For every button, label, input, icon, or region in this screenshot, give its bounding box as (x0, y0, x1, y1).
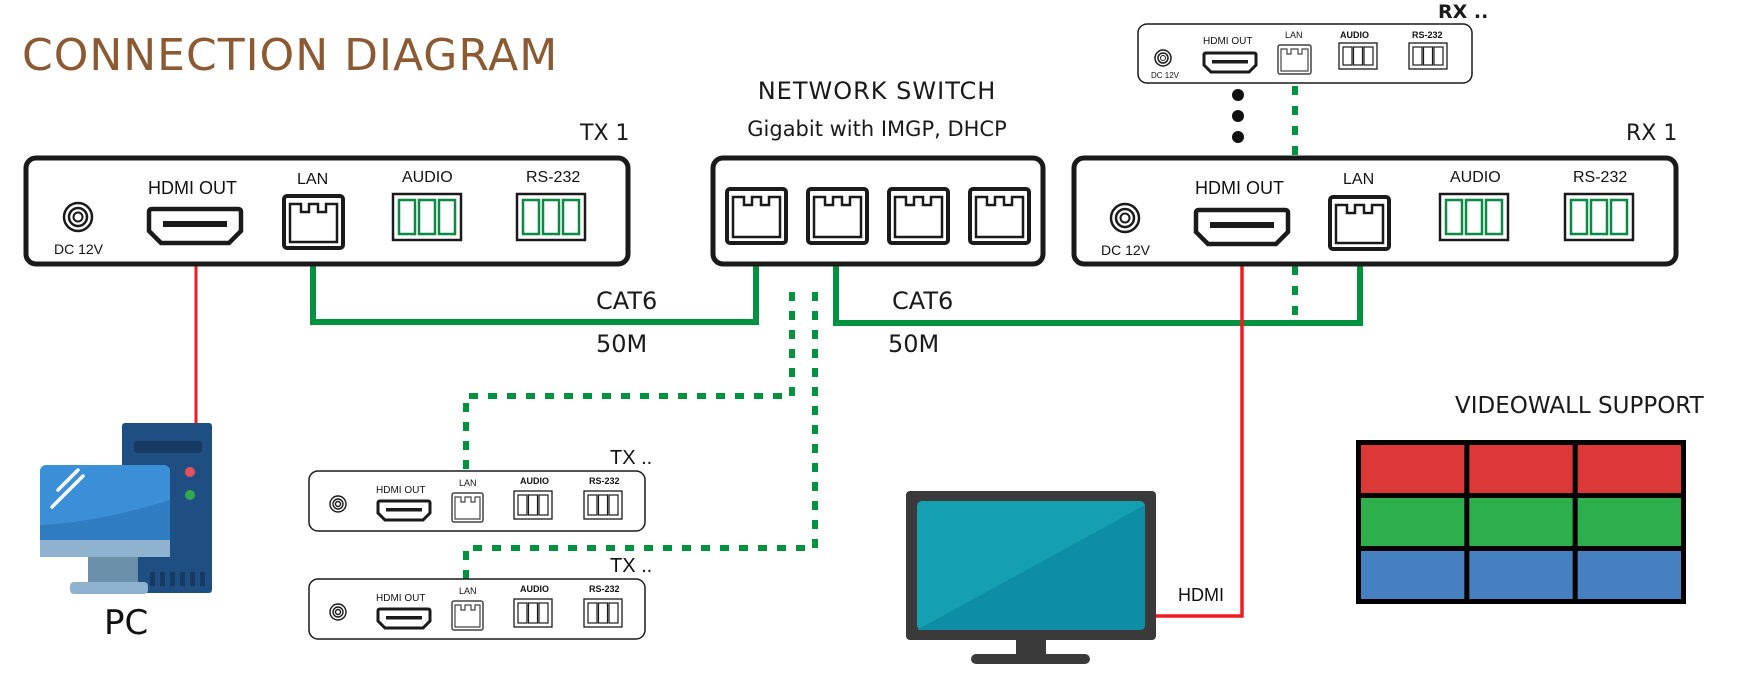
rx-more-rs232-label: RS-232 (1412, 30, 1443, 40)
videowall-panel (1469, 445, 1573, 493)
rx1-device: RX 1 DC 12V HDMI OUT LAN AUDIO RS-232 (1071, 121, 1679, 267)
switch-title: NETWORK SWITCH (758, 77, 997, 105)
hdmi-port-icon (376, 607, 432, 630)
hdmi-cable-label: HDMI (1178, 585, 1224, 605)
dc-jack-icon (62, 201, 94, 233)
videowall-panel (1361, 445, 1465, 493)
hdmi-port-icon (146, 206, 244, 246)
rx1-rs232-label: RS-232 (1573, 169, 1627, 186)
terminal-block-rs232-icon (583, 598, 623, 628)
rx1-label: RX 1 (1626, 121, 1677, 146)
videowall-panel (1469, 498, 1573, 546)
dashed-lan-tx-more-1 (463, 292, 795, 472)
switch-chassis (710, 155, 1046, 267)
tx-more-lan-label: LAN (459, 478, 477, 488)
rx-more-lan-label: LAN (1285, 30, 1303, 40)
ellipsis-dot (1232, 110, 1244, 122)
rx-more-audio-label: AUDIO (1340, 30, 1369, 40)
rx1-dc-label: DC 12V (1101, 242, 1151, 258)
terminal-block-rs232-icon (1563, 192, 1635, 242)
terminal-block-audio-icon (513, 490, 553, 520)
terminal-block-audio-icon (1338, 42, 1378, 70)
videowall-panel (1361, 498, 1465, 546)
tx-more-hdmi-label: HDMI OUT (376, 485, 425, 496)
tx1-rs232-label: RS-232 (526, 169, 580, 186)
switch-port-icon (887, 187, 950, 245)
hdmi-port-icon (1193, 207, 1291, 247)
rx-more-dc-label: DC 12V (1151, 71, 1180, 80)
diagram-title: CONNECTION DIAGRAM (22, 30, 558, 81)
tx1-dc-label: DC 12V (54, 241, 104, 257)
dc-jack-icon (329, 495, 347, 513)
videowall-panel (1577, 445, 1681, 493)
cable-length-label-right: 50M (888, 330, 939, 358)
dc-jack-icon (1109, 202, 1141, 234)
cable-type-label-right: CAT6 (892, 287, 953, 315)
ellipsis-dot (1232, 131, 1244, 143)
dc-jack-icon (1154, 49, 1172, 67)
tx-more-label: TX .. (610, 447, 652, 469)
rj45-port-icon (1328, 195, 1391, 251)
rj45-port-icon (451, 492, 484, 523)
dc-jack-icon (329, 603, 347, 621)
hdmi-port-icon (1202, 51, 1258, 74)
cable-type-label-left: CAT6 (596, 287, 657, 315)
cat6-cable-rx1 (833, 240, 1363, 326)
hdmi-port-icon (376, 499, 432, 522)
tx-more-rs232-label: RS-232 (589, 476, 620, 486)
rx1-hdmi-label: HDMI OUT (1195, 178, 1284, 198)
tx1-audio-label: AUDIO (402, 169, 453, 186)
videowall-panel (1577, 498, 1681, 546)
terminal-block-rs232-icon (1408, 42, 1448, 70)
tx-more-chassis (308, 578, 646, 640)
terminal-block-audio-icon (513, 598, 553, 628)
tx-more-lan-label: LAN (459, 586, 477, 596)
tx1-lan-label: LAN (297, 171, 328, 188)
tx-more-audio-label: AUDIO (520, 476, 549, 486)
tx-more-audio-label: AUDIO (520, 584, 549, 594)
rx-more-chassis (1137, 23, 1473, 84)
tx-more-device: TX .. HDMI OUT LAN AUDIO RS-232 (308, 555, 652, 640)
terminal-block-audio-icon (391, 192, 463, 242)
cat6-cable-tx1 (310, 240, 759, 325)
tx1-label: TX 1 (579, 121, 630, 146)
rj45-port-icon (1277, 44, 1312, 75)
tx1-device: TX 1 DC 12V HDMI OUT LAN AUDIO RS-232 (23, 121, 631, 267)
videowall-panel (1361, 551, 1465, 599)
tx-more-device: TX .. HDMI OUT LAN AUDIO RS-232 (308, 447, 652, 532)
switch-port-icon (725, 187, 788, 245)
switch-port-icon (806, 187, 869, 245)
rj45-port-icon (451, 600, 484, 631)
videowall-label: VIDEOWALL SUPPORT (1455, 393, 1705, 419)
rx1-chassis (1071, 155, 1679, 267)
videowall-grid (1356, 440, 1686, 604)
rx1-lan-label: LAN (1343, 171, 1374, 188)
tx-more-label: TX .. (610, 555, 652, 577)
cable-length-label-left: 50M (596, 330, 647, 358)
terminal-block-rs232-icon (583, 490, 623, 520)
pc-icon (40, 423, 212, 594)
cables (194, 86, 1363, 618)
tx-more-chassis (308, 470, 646, 532)
ellipsis-dot (1232, 89, 1244, 101)
switch-port-icon (968, 187, 1031, 245)
switch-subtitle: Gigabit with IMGP, DHCP (747, 117, 1007, 141)
videowall-panel (1469, 551, 1573, 599)
rx1-audio-label: AUDIO (1450, 169, 1501, 186)
hdmi-cable-tv (1155, 254, 1244, 618)
tv-display-icon (906, 491, 1156, 664)
videowall-panel (1577, 551, 1681, 599)
rx-more-hdmi-label: HDMI OUT (1203, 36, 1252, 47)
rx-more-device: RX .. DC 12V HDMI OUT LAN AUDIO RS-232 (1137, 1, 1488, 84)
rj45-port-icon (282, 194, 345, 250)
tx-more-hdmi-label: HDMI OUT (376, 593, 425, 604)
tx-more-rs232-label: RS-232 (589, 584, 620, 594)
pc-label: PC (104, 603, 148, 643)
network-switch: NETWORK SWITCH Gigabit with IMGP, DHCP (710, 77, 1046, 267)
terminal-block-audio-icon (1438, 192, 1510, 242)
terminal-block-rs232-icon (515, 192, 587, 242)
tx1-hdmi-label: HDMI OUT (148, 178, 237, 198)
rx-more-label: RX .. (1438, 1, 1488, 23)
